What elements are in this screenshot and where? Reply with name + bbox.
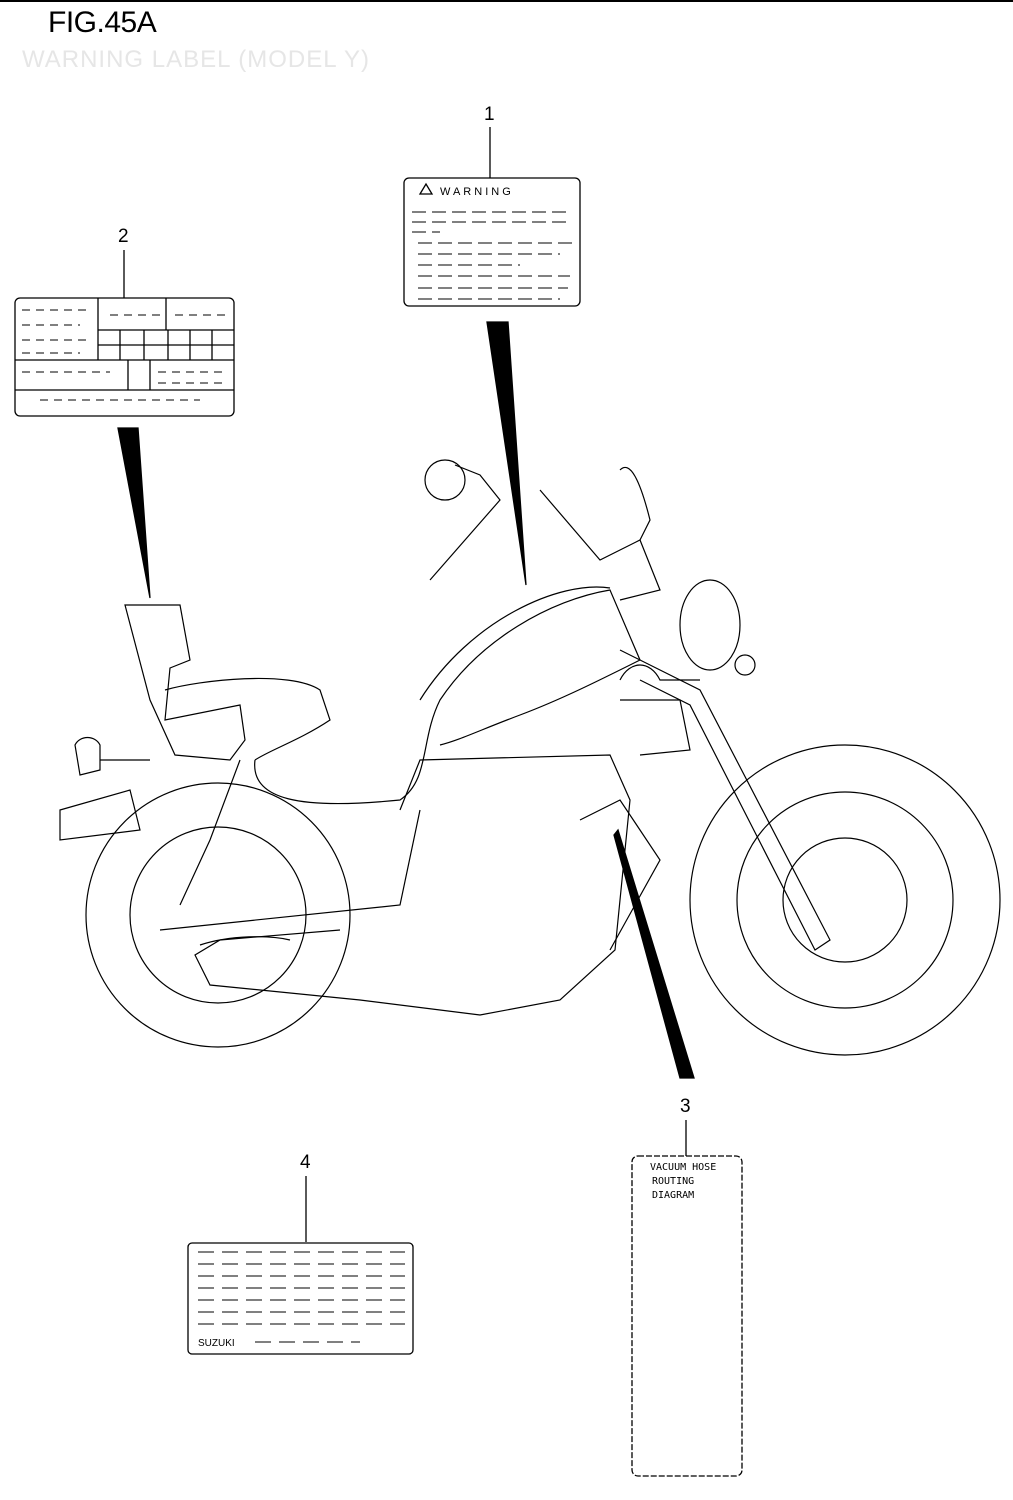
top-border [0, 0, 1013, 2]
warning-triangle-icon [418, 182, 434, 195]
callout-number-3: 3 [680, 1096, 691, 1117]
vacuum-hose-label-3: VACUUM HOSE ROUTING DIAGRAM [631, 1155, 743, 1477]
diagram-subtitle: WARNING LABEL (MODEL Y) [22, 46, 370, 73]
leader-lines [117, 127, 695, 1242]
label-3-line-2: ROUTING [652, 1176, 694, 1187]
label-3-line-3: DIAGRAM [652, 1190, 694, 1201]
label-1-heading: WARNING [440, 186, 514, 198]
label-3-line-1: VACUUM HOSE [650, 1162, 716, 1173]
callout-number-4: 4 [300, 1152, 311, 1173]
suzuki-brand-text: SUZUKI [198, 1338, 235, 1349]
callout-number-2: 2 [118, 226, 129, 247]
warning-label-1: WARNING [403, 177, 581, 307]
motorcycle-outline [59, 459, 1001, 1056]
tire-info-label-2 [14, 297, 235, 417]
figure-number: FIG.45A [48, 6, 157, 39]
callout-number-1: 1 [484, 104, 495, 125]
info-label-4: SUZUKI [187, 1242, 414, 1355]
